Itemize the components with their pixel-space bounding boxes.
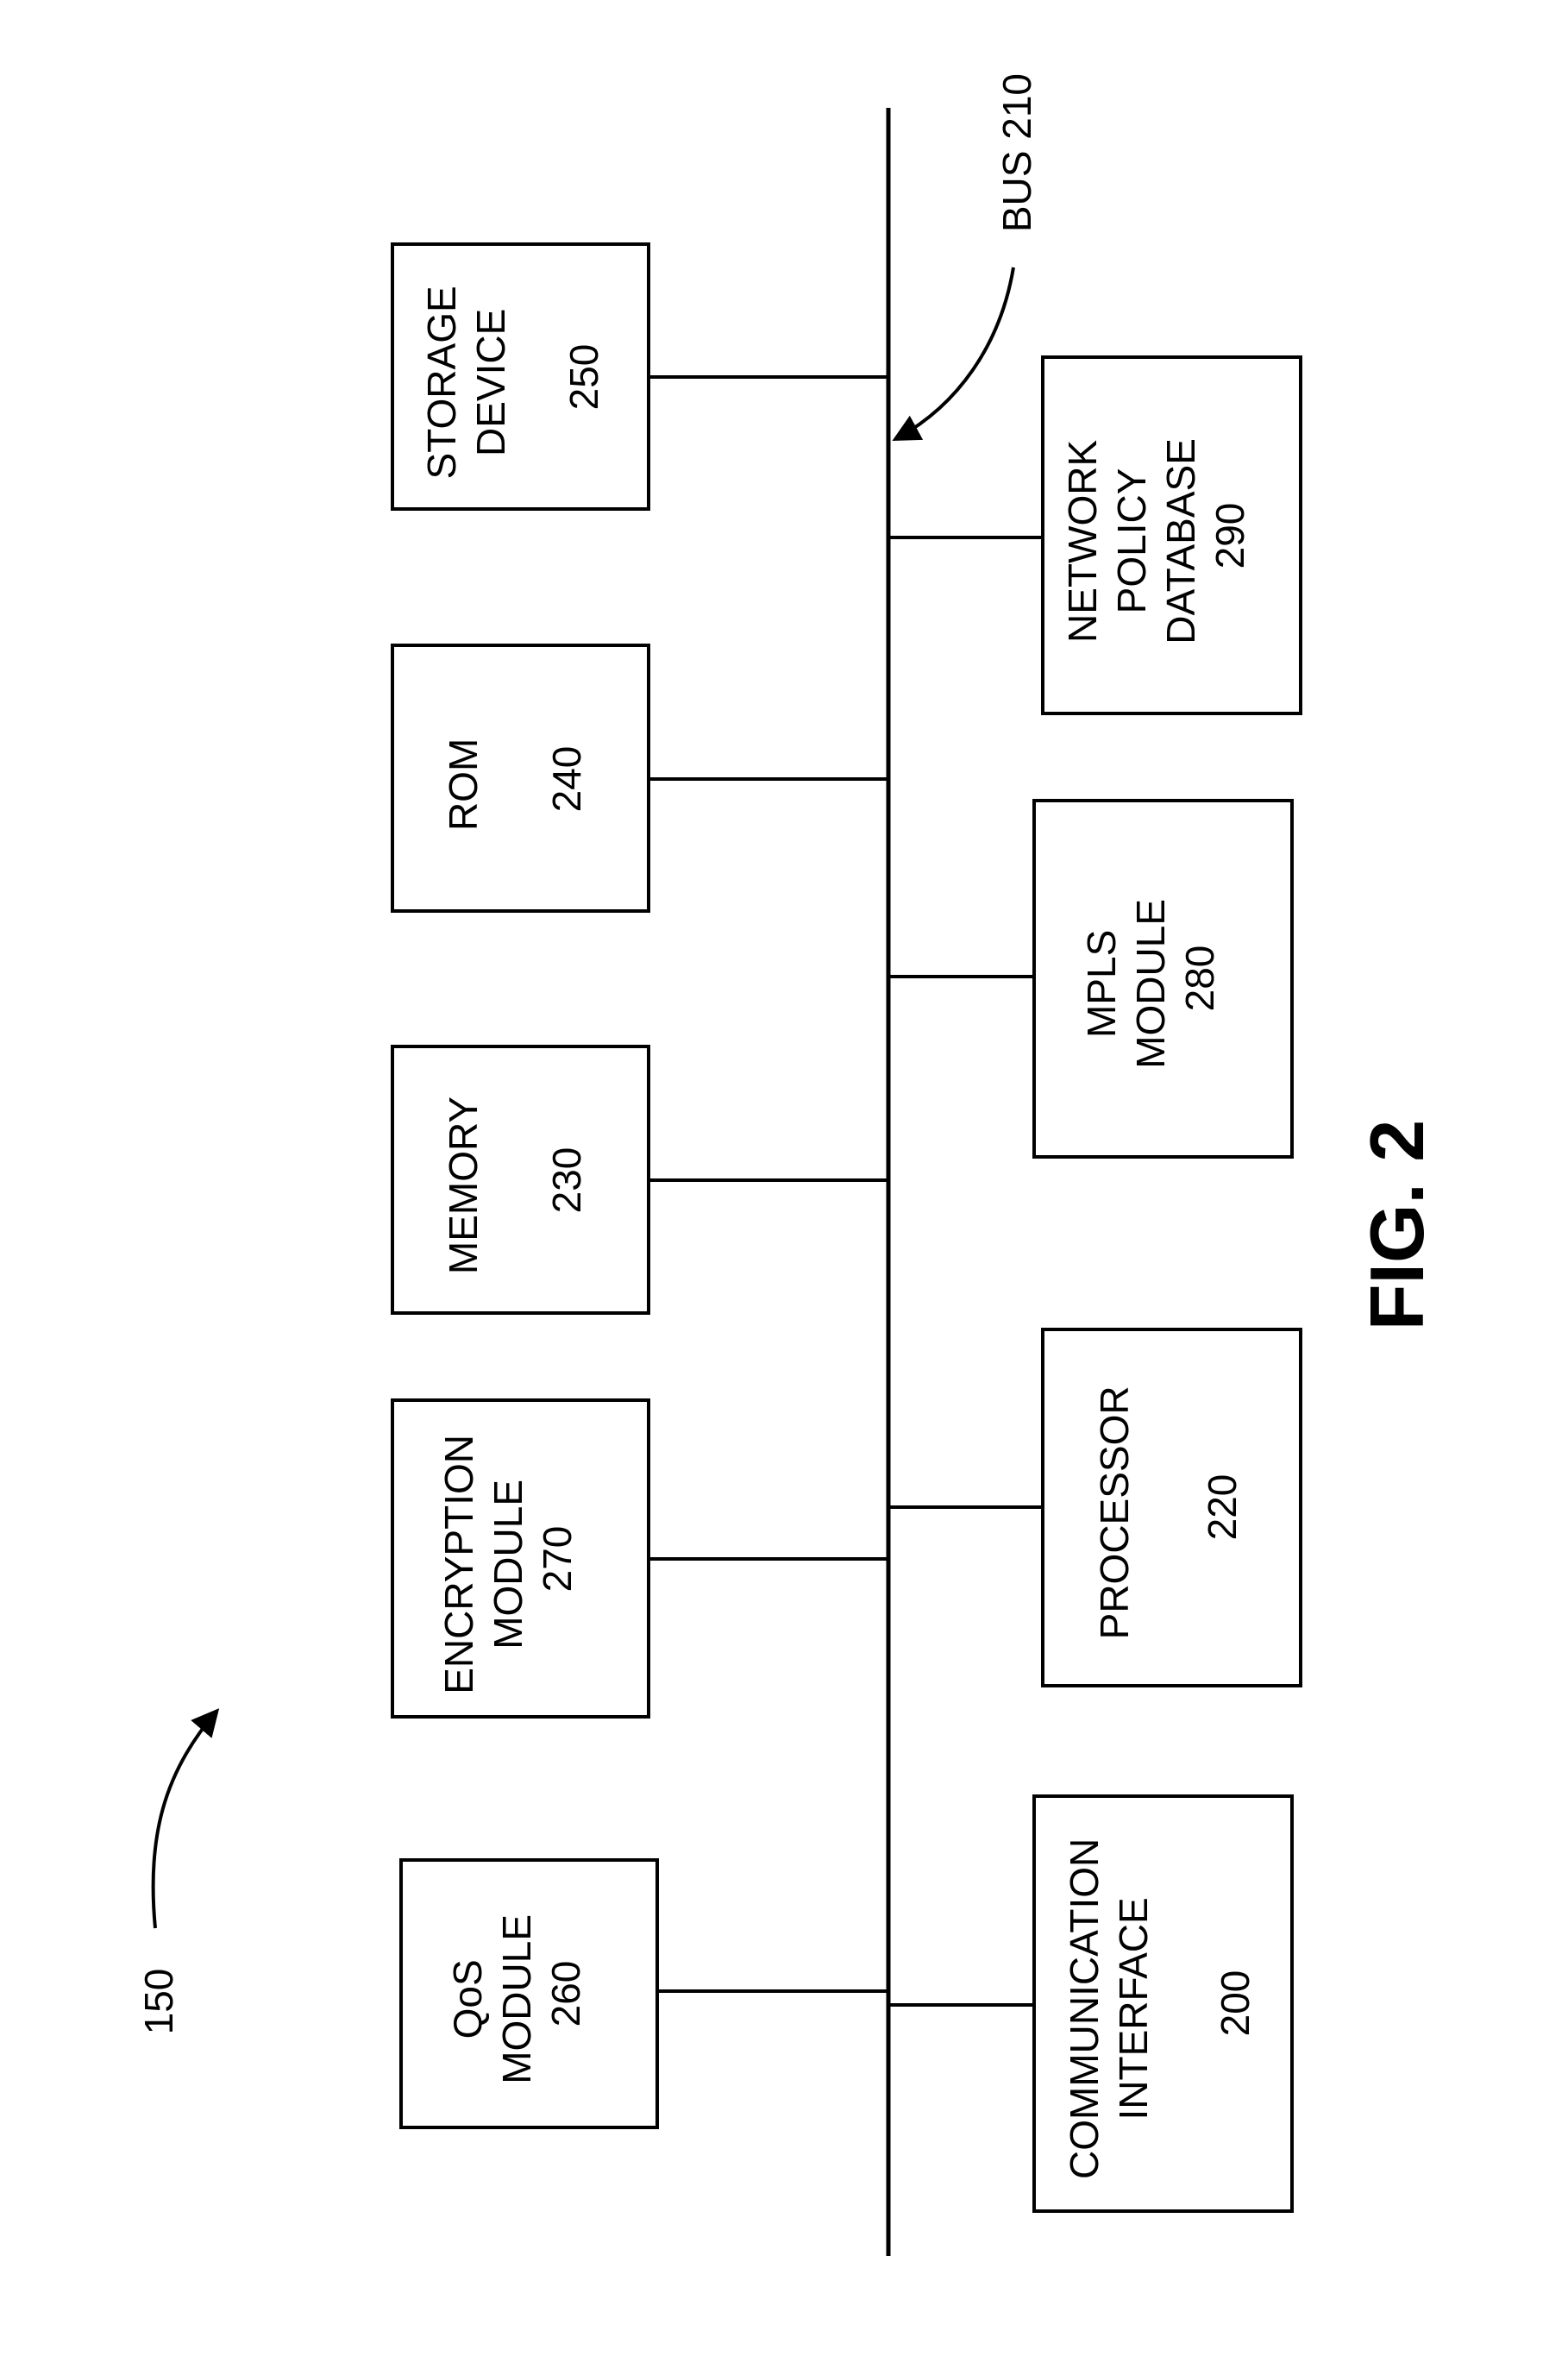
mpls-module-block: MPLS MODULE 280 [888,801,1292,1157]
reference-arrow [154,1712,216,1928]
communication-interface-block: COMMUNICATION INTERFACE 200 [888,1796,1292,2211]
component-number: 200 [1213,1970,1258,2037]
component-label-line: MPLS [1079,930,1124,1038]
component-number: 270 [535,1526,580,1593]
bus-label: BUS 210 [994,73,1039,232]
component-label-line: NETWORK [1060,440,1105,643]
encryption-module-block: ENCRYPTION MODULE 270 [392,1400,888,1717]
component-number: 250 [561,344,606,411]
rom-block: ROM 240 [392,645,888,911]
component-number: 220 [1200,1474,1245,1541]
qos-module-block: QoS MODULE 260 [401,1860,888,2127]
component-label-line: DEVICE [468,309,513,456]
storage-device-block: STORAGE DEVICE 250 [392,244,888,509]
bus-pointer-arrow [897,267,1013,438]
component-label-line: MEMORY [441,1097,486,1274]
component-label-line: STORAGE [419,286,464,479]
component-label-line: MODULE [486,1480,530,1650]
network-policy-database-block: NETWORK POLICY DATABASE 290 [888,357,1301,713]
component-label-line: PROCESSOR [1092,1386,1137,1639]
component-number: 240 [544,746,589,813]
figure-caption: FIG. 2 [1354,1120,1439,1331]
component-number: 280 [1177,946,1222,1012]
component-number: 230 [544,1147,589,1214]
figure-reference-number: 150 [136,1969,181,2035]
memory-block: MEMORY 230 [392,1046,888,1313]
component-label-line: DATABASE [1158,438,1203,644]
component-label-line: INTERFACE [1111,1897,1156,2120]
component-number: 260 [543,1961,588,2027]
processor-block: PROCESSOR 220 [888,1329,1301,1686]
component-label-line: POLICY [1109,468,1154,613]
component-label-line: ROM [441,738,486,831]
component-number: 290 [1207,503,1252,569]
component-label-line: QoS [445,1959,490,2039]
component-label-line: COMMUNICATION [1062,1838,1107,2179]
component-label-line: MODULE [494,1914,539,2084]
component-label-line: ENCRYPTION [436,1435,481,1694]
component-label-line: MODULE [1128,899,1173,1069]
